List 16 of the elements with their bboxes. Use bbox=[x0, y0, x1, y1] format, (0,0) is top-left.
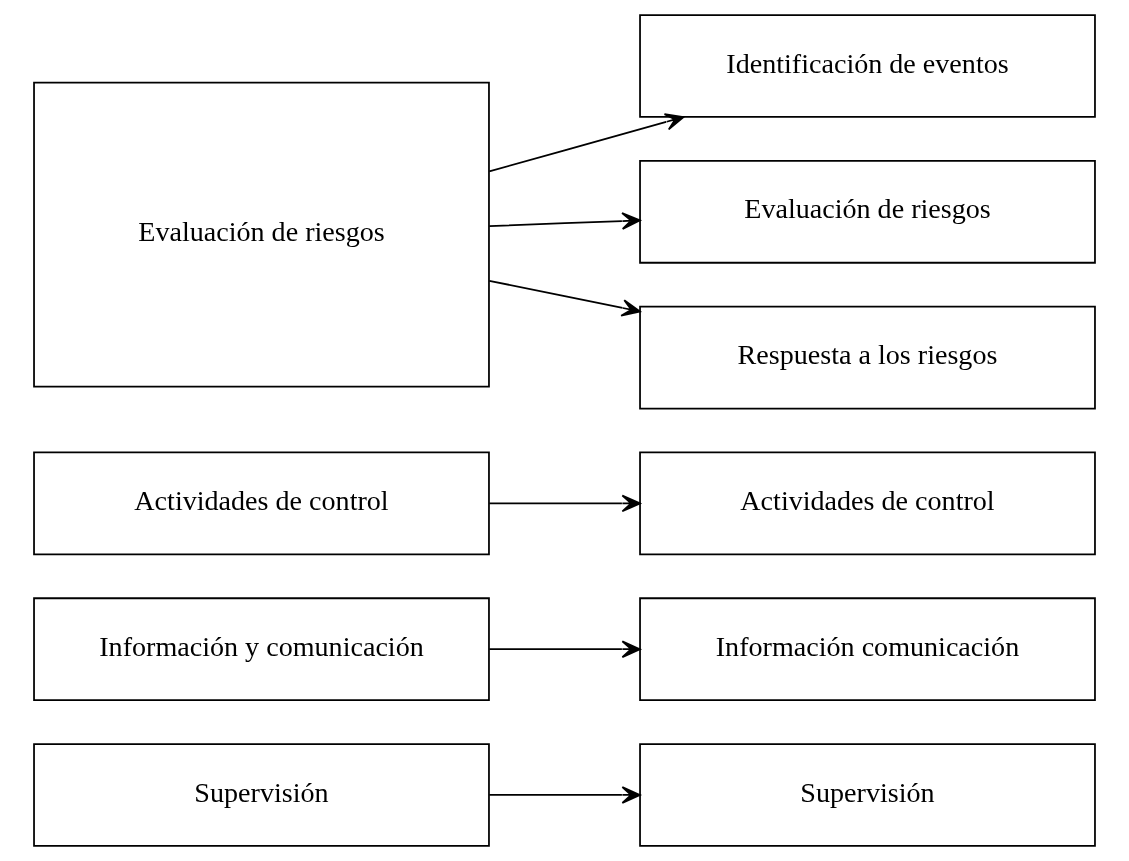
node-box: Información y comunicación bbox=[33, 597, 490, 701]
node-box: Identificación de eventos bbox=[639, 14, 1096, 118]
arrow bbox=[488, 279, 641, 317]
node-box: Supervisión bbox=[639, 743, 1096, 847]
node-box: Evaluación de riesgos bbox=[639, 160, 1096, 264]
node-box: Información comunicación bbox=[639, 597, 1096, 701]
node-box: Actividades de control bbox=[639, 451, 1096, 556]
node-box: Respuesta a los riesgos bbox=[639, 305, 1096, 410]
node-box: Evaluación de riesgos bbox=[33, 81, 490, 388]
arrow bbox=[488, 494, 641, 513]
arrow bbox=[488, 786, 641, 804]
arrow bbox=[488, 212, 641, 230]
arrow bbox=[488, 113, 685, 173]
node-box: Actividades de control bbox=[33, 451, 490, 556]
node-box: Supervisión bbox=[33, 743, 490, 847]
arrow bbox=[488, 640, 641, 658]
